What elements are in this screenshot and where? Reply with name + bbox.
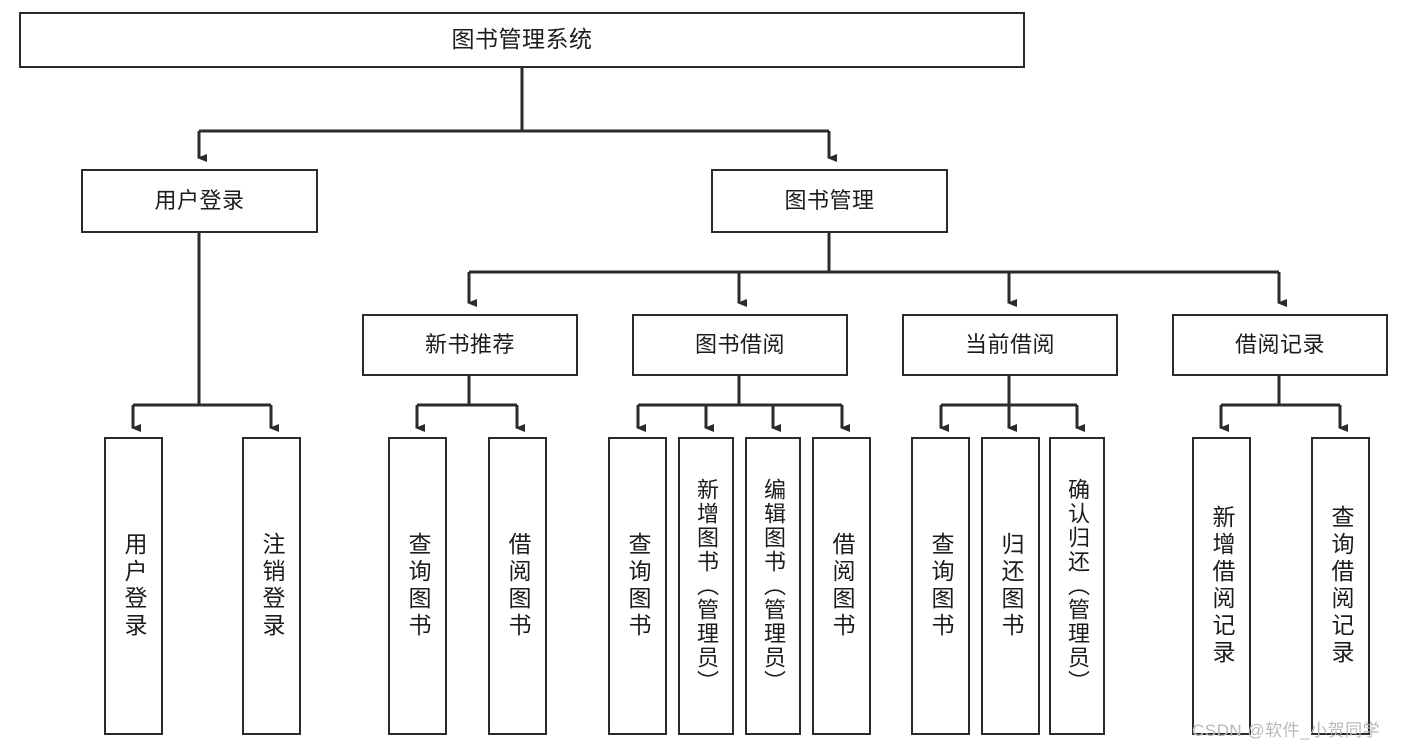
leaf-user-logout[interactable]: 注销登录 bbox=[242, 437, 301, 735]
node-user-login[interactable]: 用户登录 bbox=[81, 169, 318, 233]
node-label: 新增图书（管理员） bbox=[694, 478, 719, 694]
leaf-confirm-return-admin[interactable]: 确认归还（管理员） bbox=[1049, 437, 1105, 735]
node-new-book-recommend[interactable]: 新书推荐 bbox=[362, 314, 578, 376]
node-label: 新增借阅记录 bbox=[1209, 505, 1235, 667]
node-label: 图书管理 bbox=[784, 188, 875, 214]
node-label: 图书管理系统 bbox=[451, 26, 593, 53]
node-label: 新书推荐 bbox=[424, 332, 515, 358]
csdn-watermark: CSDN @软件_小贺同学 bbox=[1192, 721, 1381, 740]
node-borrow-record[interactable]: 借阅记录 bbox=[1172, 314, 1388, 376]
leaf-user-login[interactable]: 用户登录 bbox=[104, 437, 163, 735]
node-label: 查询图书 bbox=[928, 532, 954, 640]
node-root-system[interactable]: 图书管理系统 bbox=[19, 12, 1025, 68]
leaf-borrow-book-recommend[interactable]: 借阅图书 bbox=[488, 437, 547, 735]
leaf-query-book-borrow[interactable]: 查询图书 bbox=[608, 437, 667, 735]
leaf-query-borrow-record[interactable]: 查询借阅记录 bbox=[1311, 437, 1370, 735]
node-label: 查询借阅记录 bbox=[1328, 505, 1354, 667]
node-label: 借阅图书 bbox=[505, 532, 531, 640]
node-label: 编辑图书（管理员） bbox=[761, 478, 786, 694]
node-label: 借阅图书 bbox=[829, 532, 855, 640]
node-label: 用户登录 bbox=[121, 532, 147, 640]
node-label: 查询图书 bbox=[405, 532, 431, 640]
node-label: 确认归还（管理员） bbox=[1065, 478, 1090, 694]
leaf-edit-book-admin[interactable]: 编辑图书（管理员） bbox=[745, 437, 801, 735]
leaf-add-book-admin[interactable]: 新增图书（管理员） bbox=[678, 437, 734, 735]
leaf-add-borrow-record[interactable]: 新增借阅记录 bbox=[1192, 437, 1251, 735]
node-book-borrow[interactable]: 图书借阅 bbox=[632, 314, 848, 376]
node-label: 归还图书 bbox=[998, 532, 1024, 640]
node-label: 图书借阅 bbox=[694, 332, 785, 358]
node-label: 当前借阅 bbox=[964, 332, 1055, 358]
leaf-return-book[interactable]: 归还图书 bbox=[981, 437, 1040, 735]
node-current-borrow[interactable]: 当前借阅 bbox=[902, 314, 1118, 376]
leaf-borrow-book[interactable]: 借阅图书 bbox=[812, 437, 871, 735]
node-label: 用户登录 bbox=[154, 188, 245, 214]
node-label: 注销登录 bbox=[259, 532, 285, 640]
node-label: 借阅记录 bbox=[1234, 332, 1325, 358]
node-label: 查询图书 bbox=[625, 532, 651, 640]
node-book-management[interactable]: 图书管理 bbox=[711, 169, 948, 233]
leaf-query-book-recommend[interactable]: 查询图书 bbox=[388, 437, 447, 735]
leaf-query-book-current[interactable]: 查询图书 bbox=[911, 437, 970, 735]
